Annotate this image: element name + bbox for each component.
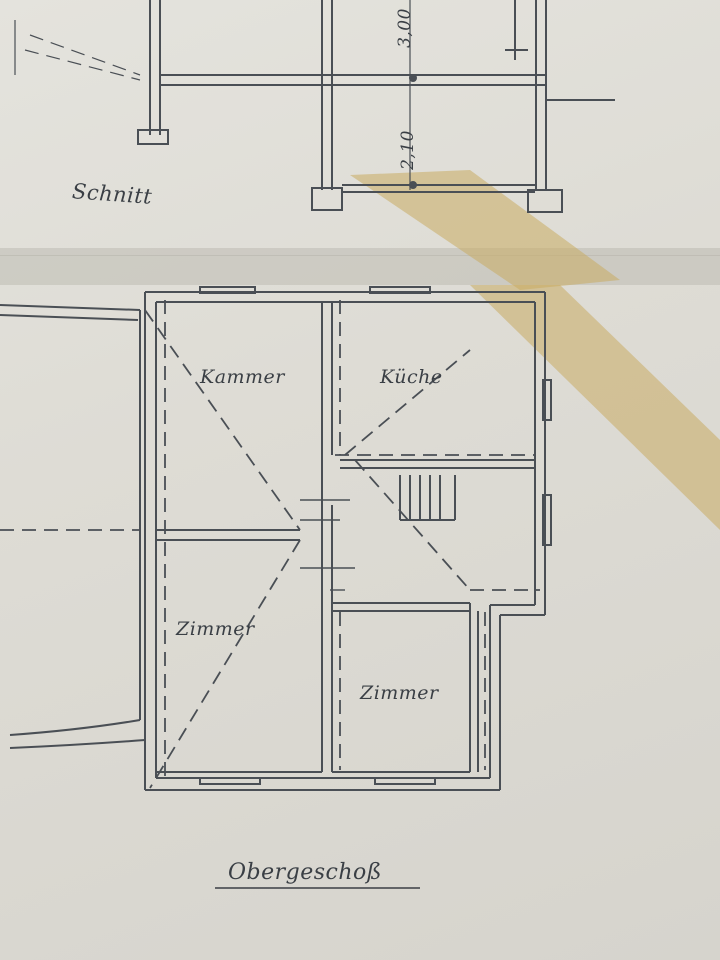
dimension-upper: 3,00 [394, 8, 415, 48]
room-label-zimmer-left: Zimmer [176, 618, 255, 640]
section-drawing [14, 0, 615, 213]
tape-strip-lower [470, 285, 720, 530]
floor-plan-walls [0, 286, 552, 791]
room-label-zimmer-right: Zimmer [360, 682, 439, 704]
room-label-kammer: Kammer [200, 366, 285, 388]
paper-shadow [0, 248, 720, 256]
room-label-kueche: Küche [380, 366, 443, 388]
dimension-lower: 2,10 [397, 130, 418, 170]
floor-plan-dashed-lines [0, 300, 540, 789]
floor-title: Obergeschoß [228, 860, 382, 885]
tape-strip-upper [350, 170, 620, 290]
